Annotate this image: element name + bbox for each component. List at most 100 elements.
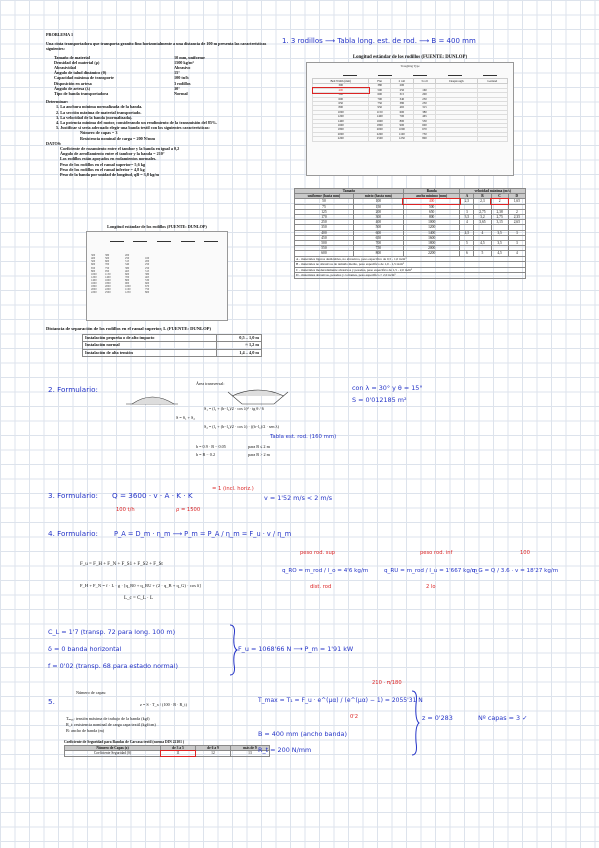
note-5-red-2: 0'2 bbox=[350, 714, 359, 720]
note-4-label: 4. Formulario: bbox=[48, 529, 98, 538]
safety-value-cell: 13 bbox=[229, 750, 271, 757]
width-header-vel: velocidad máxima (m/s) bbox=[459, 187, 526, 195]
sub5-item: Resistencia nominal de carga = 200 N/mm bbox=[80, 135, 155, 141]
left-roller-cell: 670 bbox=[145, 285, 150, 289]
formula-fh: F_H + F_N = f · L · g · [q_R0 + q_RU + (… bbox=[80, 583, 201, 588]
note-5-label: 5. bbox=[48, 697, 55, 706]
spacing-table: Distancia de separación de los rodillos … bbox=[46, 326, 278, 357]
deeptrough-icon bbox=[447, 69, 462, 77]
determine-item: 3. La velocidad de la banda (normalizada… bbox=[56, 114, 133, 120]
left-roller-cell: 2200 bbox=[105, 288, 111, 292]
note-3-label: 3. Formulario: bbox=[48, 491, 98, 500]
param-key: Capacidad máxima de transporte bbox=[54, 75, 114, 81]
param-key: Densidad del material (ρ) bbox=[54, 59, 100, 65]
left-roller-cell: 315 bbox=[145, 269, 150, 273]
left-roller-cell: 900 bbox=[125, 282, 130, 286]
left-roller-cell: 1800 bbox=[105, 282, 111, 286]
note-2-right-2: S = 0'012185 m² bbox=[352, 396, 407, 404]
spacing-value: ≈ 1,2 m bbox=[216, 341, 262, 350]
width-cell: 650 bbox=[402, 208, 461, 216]
width-note: A - materiales ligeros deslizables, no a… bbox=[294, 256, 526, 263]
note-4-result: F_u = 1068'66 N ⟶ P_m = 1'91 kW bbox=[238, 645, 354, 653]
width-subheader: mixto (hasta mm) bbox=[352, 193, 404, 200]
param-key: Ángulo de artesa (λ) bbox=[54, 85, 91, 91]
width-subheader: ancho mínimo (mm) bbox=[402, 193, 461, 200]
width-cell: 600 bbox=[294, 250, 354, 257]
param-row: Capacidad máxima de transporte 100 tn/h bbox=[54, 75, 278, 80]
formula-lc: L_c = C_L · L bbox=[124, 596, 154, 601]
left-roller-cell: 200 bbox=[145, 260, 150, 264]
left-roller-cell: 530 bbox=[145, 278, 150, 282]
width-cell: 500 bbox=[352, 224, 404, 231]
roller-cell: 800 bbox=[412, 136, 437, 142]
left-roller-cell: 250 bbox=[125, 257, 130, 261]
note-5-rt: R_t = 200 N/mm bbox=[258, 746, 312, 754]
flat-roller-icon bbox=[109, 235, 124, 243]
area-label: Área transversal: bbox=[196, 381, 225, 386]
note-5-ncapas: Nº capas = 3 ✓ bbox=[478, 714, 528, 722]
width-cell: 1,65 bbox=[507, 198, 527, 205]
note-3-result: v = 1'52 m/s < 2 m/s bbox=[264, 494, 333, 502]
left-roller-row: 500 600 315 200 bbox=[91, 260, 227, 263]
safety-value-cell: Coeficiente Seguridad (S) bbox=[63, 750, 162, 757]
param-value: 3 rodillos bbox=[174, 80, 191, 86]
param-key: Disposición en artesa bbox=[54, 80, 92, 86]
left-roller-cell: 315 bbox=[125, 260, 130, 264]
roller-table-title: Longitud estándar de los rodillos (FUENT… bbox=[352, 55, 468, 60]
two-roll-icon bbox=[133, 235, 148, 243]
param-value: 100 tn/h bbox=[174, 75, 189, 81]
left-roller-cell: 950 bbox=[105, 269, 110, 273]
note-5-legend-3: B: ancho de banda (m) bbox=[66, 728, 105, 733]
left-roller-cell: 300 bbox=[91, 254, 96, 258]
width-cell: 1200 bbox=[402, 224, 461, 231]
width-note: B - materiales no abrasivos de tamaño me… bbox=[294, 262, 526, 268]
trough-diagram-left bbox=[126, 396, 178, 405]
formula-s2: S₂ = (l₁ + (b−l₁)/2 · cos λ) · ((b−l₁)/2… bbox=[204, 424, 279, 429]
width-cell: 2 bbox=[507, 208, 527, 216]
note-4-red-1: peso rod. sup bbox=[300, 550, 336, 556]
note-5-b: B = 400 mm (ancho banda) bbox=[258, 730, 347, 738]
formula-cond2: para B > 2 m bbox=[248, 452, 270, 457]
note-4-c2: δ = 0 banda horizontal bbox=[48, 645, 122, 653]
roller-cell: 2500 bbox=[368, 136, 392, 142]
determine-item: 4. La potencia mínima del motor, conside… bbox=[56, 120, 218, 126]
width-header-row-2: uniforme (hasta mm)mixto (hasta mm)ancho… bbox=[294, 193, 527, 200]
left-roller-cell: 1800 bbox=[91, 285, 97, 289]
left-roller-cell: 600 bbox=[105, 260, 110, 264]
garland-icon bbox=[482, 69, 497, 77]
note-1: 1. 3 rodillos ⟶ Tabla long. est. de rod.… bbox=[282, 37, 476, 45]
left-roller-cell: 1000 bbox=[125, 285, 131, 289]
note-3-sub2: ρ = 1500 bbox=[176, 507, 201, 513]
datos-item: Coeficiente de rozamiento entre el tambo… bbox=[60, 146, 180, 152]
width-note: D - materiales abrasivos, pesados y cort… bbox=[294, 273, 526, 280]
sub5-item: Número de capas = 3 bbox=[80, 130, 118, 136]
left-roller-table: Longitud estándar de los rodillos (FUENT… bbox=[86, 224, 228, 322]
safety-header-cell: Número de Capas (z) bbox=[63, 745, 162, 752]
left-roller-cell: 600 bbox=[145, 282, 150, 286]
roller-header-cell: Garland bbox=[476, 78, 509, 85]
note-2-label: 2. Formulario: bbox=[48, 385, 98, 394]
param-key: Tamaño de material bbox=[54, 54, 90, 60]
formula-s: S = S₁ + S₂ bbox=[176, 415, 195, 420]
note-5-legend-2: R_t: resistencia nominal de carga capa t… bbox=[66, 722, 156, 727]
formula-cond1: para B ≤ 2 m bbox=[248, 444, 270, 449]
note-4-qru: q_RU = m_rod / l_u = 1'667 kg/m bbox=[384, 568, 478, 574]
width-cell: 800 bbox=[352, 250, 404, 257]
note-5-legend-1: Tₘₐₓ: tensión máxima de trabajo de la ba… bbox=[66, 716, 150, 721]
left-roller-table-title: Longitud estándar de los rodillos (FUENT… bbox=[107, 224, 207, 229]
width-cell: 2,65 bbox=[507, 219, 527, 226]
spacing-value: 0,5 – 1,0 m bbox=[216, 334, 262, 343]
left-roller-cell: 500 bbox=[91, 260, 96, 264]
